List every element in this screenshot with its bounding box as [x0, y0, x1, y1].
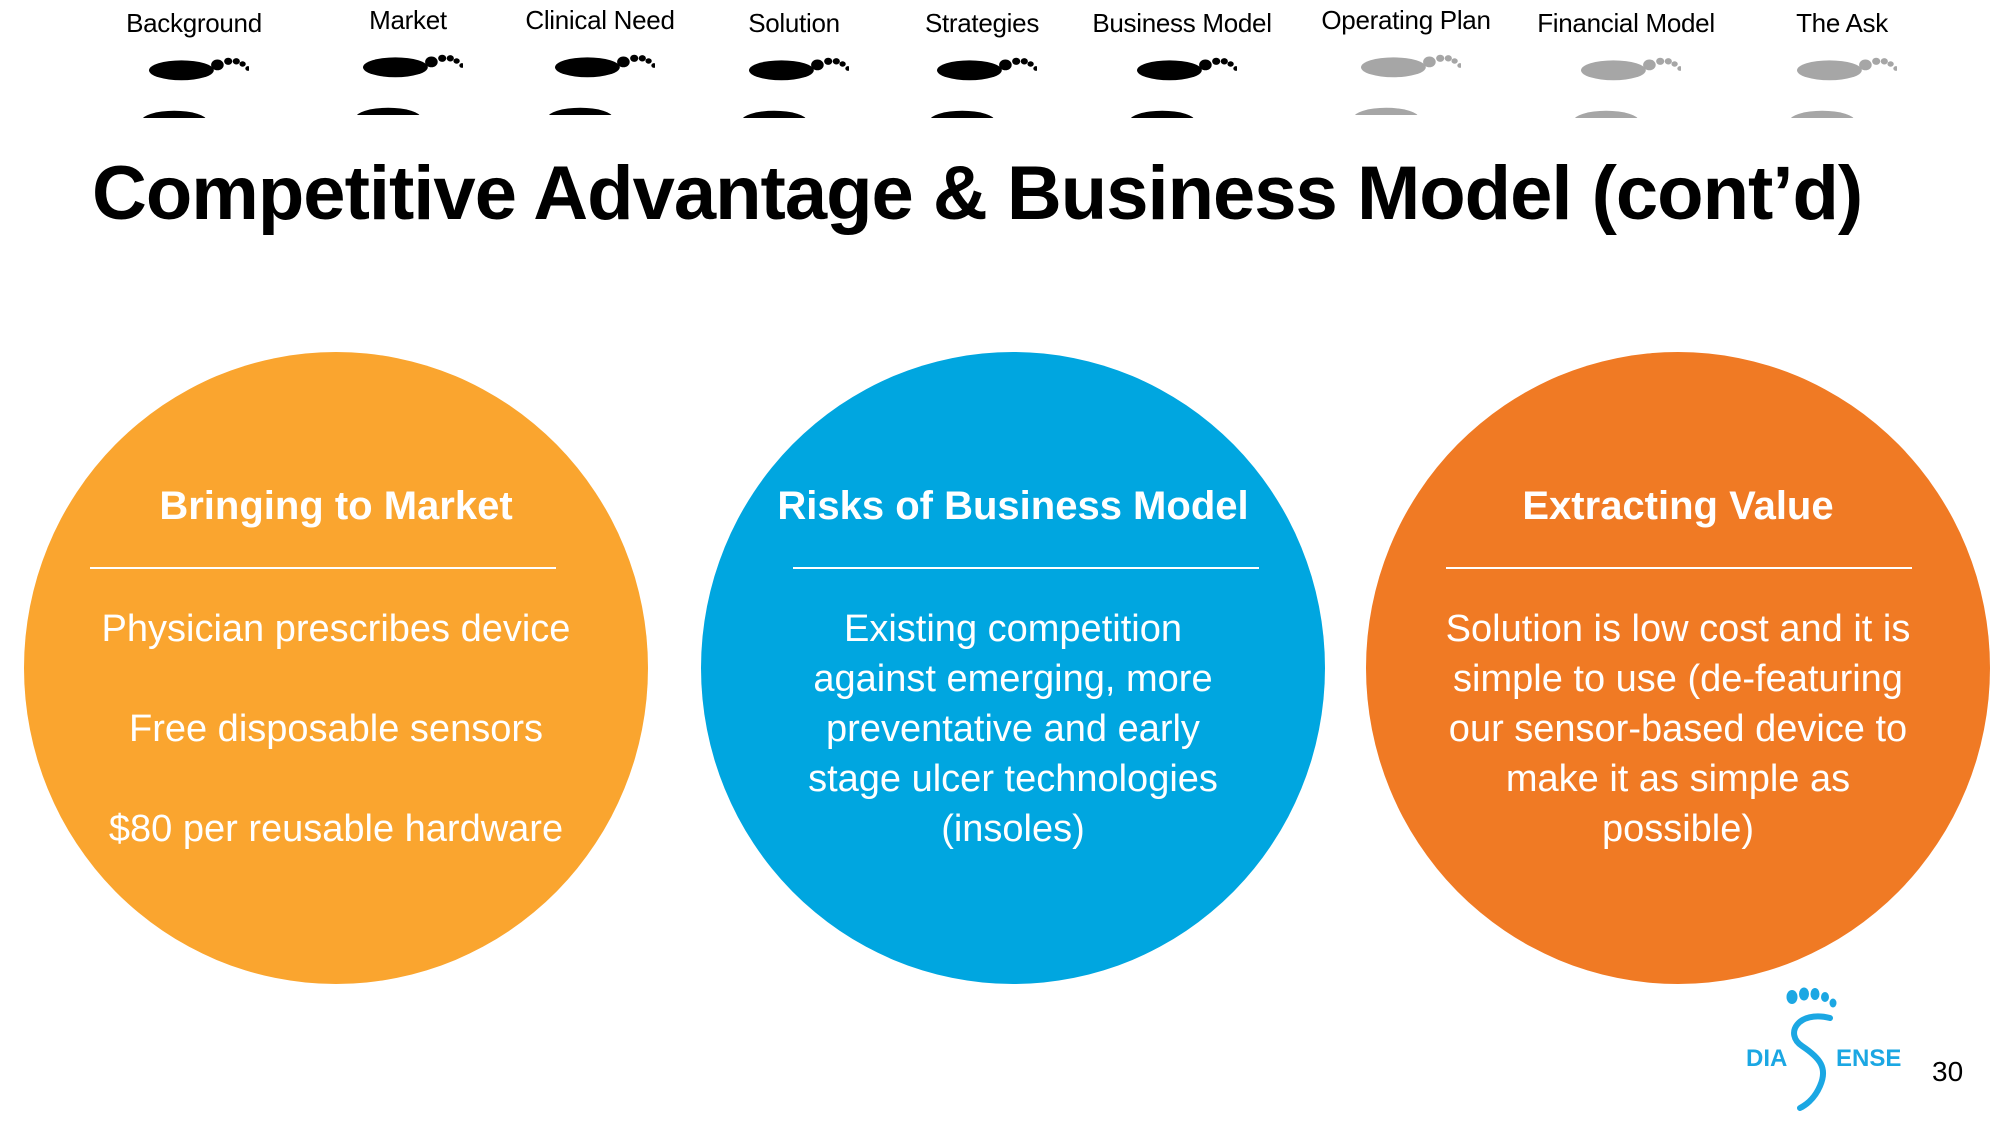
footprints-icon: [1129, 57, 1237, 118]
circle-title: Extracting Value: [1522, 484, 1834, 528]
nav-step-label: Solution: [748, 8, 840, 38]
circle-line: (insoles): [941, 808, 1085, 850]
circle-risks-of-business-model: Risks of Business Model Existing competi…: [701, 352, 1325, 984]
circle-line: possible): [1601, 808, 1755, 850]
nav-step-market[interactable]: Market: [318, 5, 498, 115]
nav-step-background[interactable]: Background: [104, 8, 284, 118]
circle-line: preventative and early: [826, 708, 1200, 750]
circle-body: Physician prescribes device Free disposa…: [102, 604, 571, 854]
footprints-icon: [741, 57, 849, 118]
nav-step-operating-plan[interactable]: Operating Plan: [1316, 5, 1496, 115]
footprints-icon: [141, 57, 249, 118]
circle-line: Existing competition: [844, 608, 1182, 650]
nav-step-label: Operating Plan: [1321, 5, 1491, 35]
foot-logo-icon: [1786, 987, 1837, 1008]
footprints-icon: [547, 54, 655, 115]
circle-line: [102, 754, 571, 804]
nav-step-label: Market: [369, 5, 447, 35]
slide-title: Competitive Advantage & Business Model (…: [92, 151, 1863, 236]
footprints-icon: [1789, 57, 1897, 118]
nav-step-financial-model[interactable]: Financial Model: [1536, 8, 1716, 118]
nav-step-business-model[interactable]: Business Model: [1092, 8, 1272, 118]
nav-step-clinical-need[interactable]: Clinical Need: [510, 5, 690, 115]
footprints-icon: [355, 54, 463, 115]
circle-line: $80 per reusable hardware: [108, 808, 564, 850]
circle-line: Physician prescribes device: [101, 608, 571, 650]
circle-extracting-value: Extracting Value Solution is low cost an…: [1366, 352, 1990, 984]
circle-line: against emerging, more: [813, 658, 1213, 700]
nav-step-label: Strategies: [924, 8, 1040, 38]
circle-line: simple to use (de-featuring: [1453, 658, 1903, 700]
nav-step-label: Business Model: [1092, 8, 1272, 38]
circle-title: Bringing to Market: [159, 484, 513, 528]
circle-line: [102, 654, 571, 704]
circle-body: Existing competition against emerging, m…: [808, 604, 1218, 854]
circle-line: Free disposable sensors: [128, 708, 543, 750]
logo-text-left: DIA: [1746, 1045, 1787, 1072]
circle-line: make it as simple as: [1505, 758, 1851, 800]
circle-divider: [1446, 567, 1912, 569]
footprints-icon: [1573, 57, 1681, 118]
circle-divider: [90, 567, 556, 569]
nav-step-label: Clinical Need: [525, 5, 675, 35]
circle-line: stage ulcer technologies: [808, 758, 1218, 800]
logo-text-right: ENSE: [1836, 1045, 1901, 1072]
circle-body: Solution is low cost and it is simple to…: [1446, 604, 1911, 854]
circle-line: our sensor-based device to: [1448, 708, 1908, 750]
footprints-icon: [929, 57, 1037, 118]
nav-step-label: Financial Model: [1537, 8, 1715, 38]
nav-step-label: Background: [126, 8, 262, 38]
page-number: 30: [1932, 1056, 1964, 1087]
circle-line: Solution is low cost and it is: [1445, 608, 1911, 650]
circle-bringing-to-market: Bringing to Market Physician prescribes …: [24, 352, 648, 984]
diasense-logo: DIA ENSE: [1746, 987, 1901, 1111]
nav-step-strategies[interactable]: Strategies: [892, 8, 1072, 118]
nav-step-the-ask[interactable]: The Ask: [1752, 8, 1932, 118]
nav-step-label: The Ask: [1796, 8, 1888, 38]
footprints-icon: [1353, 54, 1461, 115]
circle-divider: [793, 567, 1259, 569]
nav-step-solution[interactable]: Solution: [704, 8, 884, 118]
circle-title: Risks of Business Model: [777, 484, 1249, 528]
